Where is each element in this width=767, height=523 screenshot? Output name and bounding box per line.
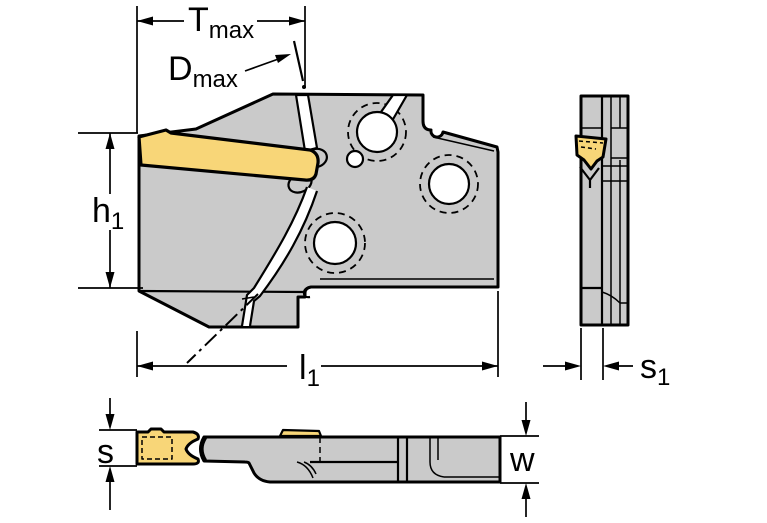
front-view — [137, 92, 500, 364]
dmax-mark-dot — [302, 85, 306, 89]
tmax-arrow-right — [289, 16, 305, 26]
side-insert-serrations — [578, 140, 604, 150]
w-label: w — [509, 441, 535, 479]
s-arrow-down — [105, 414, 115, 430]
side-insert — [574, 134, 608, 171]
dmax-label: Dmax — [168, 50, 238, 93]
l1-label: l1 — [299, 349, 320, 392]
dimension-s: s — [97, 398, 137, 510]
bottom-insert-dashed-outline — [141, 436, 173, 460]
side-insert-v-notch — [579, 166, 600, 188]
counterbore-dashed-circle-1 — [347, 102, 407, 162]
h1-arrow-down — [105, 272, 115, 288]
w-arrow-down — [521, 420, 531, 436]
dimension-tmax: Tmax — [136, 1, 306, 133]
screw-hole-3 — [312, 220, 358, 266]
dimension-w: w — [500, 402, 539, 517]
s-arrow-up — [105, 466, 115, 482]
dimension-dmax: Dmax — [168, 40, 306, 93]
front-relief-slot-fill — [242, 187, 317, 326]
screw-hole-1 — [355, 110, 399, 154]
counterbore-dashed-circle-2 — [419, 154, 479, 214]
screw-hole-2 — [427, 162, 471, 206]
dimension-h1: h1 — [78, 132, 143, 289]
dimension-s1: s1 — [543, 328, 670, 391]
front-insert — [137, 128, 320, 182]
bottom-right-detail — [429, 437, 500, 478]
dmax-mark-line — [292, 40, 305, 82]
front-step-hook — [302, 285, 312, 299]
bottom-inner-verticals — [396, 437, 409, 482]
s1-arrow-left — [603, 361, 619, 371]
l1-arrow-right — [482, 361, 498, 371]
h1-arrow-up — [105, 133, 115, 149]
front-relief-slot-right-edge — [248, 190, 319, 327]
screw-hole-1-pin — [345, 149, 365, 169]
h1-label: h1 — [92, 192, 124, 235]
dmax-arrow — [275, 54, 291, 63]
side-body — [579, 94, 630, 327]
bottom-fillet-arcs — [296, 461, 317, 479]
bottom-body — [199, 435, 502, 484]
bottom-blade-front-arc — [201, 437, 207, 461]
side-view — [574, 94, 630, 327]
bottom-view — [135, 427, 502, 484]
side-inner-verticals-thin — [610, 96, 621, 325]
tmax-label: Tmax — [188, 1, 254, 44]
front-relief-slot-kink — [241, 296, 255, 300]
tmax-arrow-left — [137, 16, 153, 26]
front-relief-slot-left-edge — [240, 186, 309, 327]
s-label: s — [97, 433, 114, 471]
front-shoulder-line — [138, 289, 306, 294]
l1-arrow-left — [137, 361, 153, 371]
front-top-chamfer-line — [432, 136, 495, 152]
counterbore-dashed-circle-3 — [304, 212, 366, 274]
side-inner-horizontals — [581, 127, 628, 304]
dimension-l1: l1 — [136, 291, 499, 392]
s1-label: s1 — [640, 348, 670, 391]
s1-arrow-right — [565, 361, 581, 371]
bottom-insert-sliver — [278, 428, 323, 438]
w-arrow-up — [521, 483, 531, 499]
